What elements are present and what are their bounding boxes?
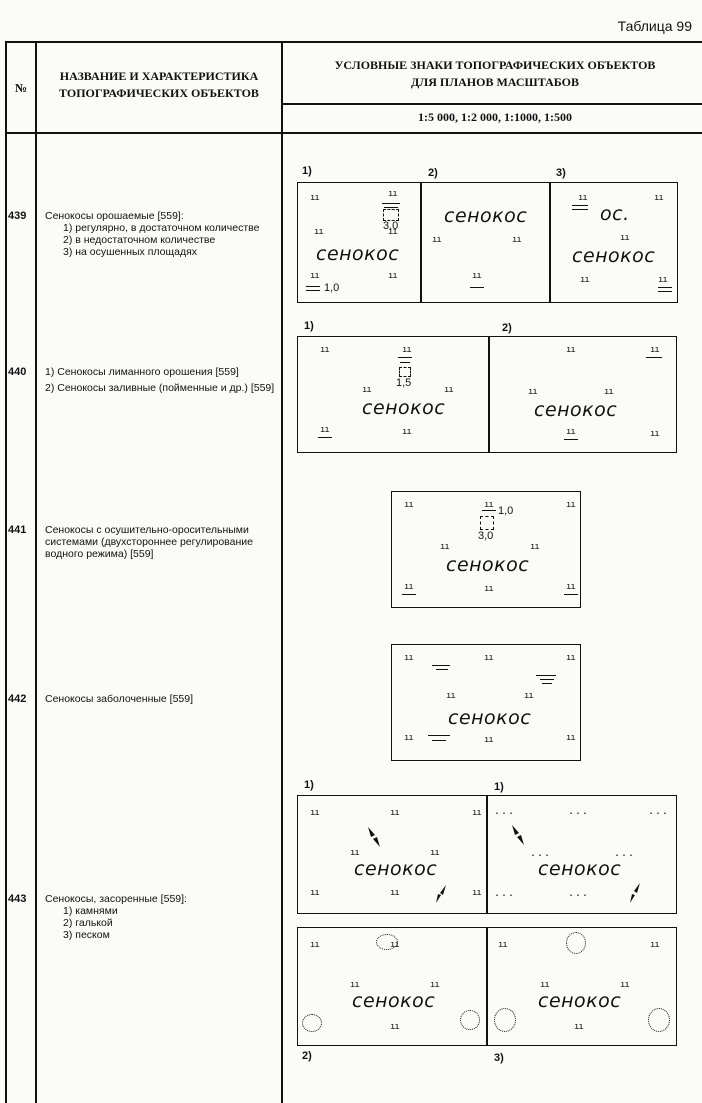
symbol-box-443-bottom: ıı ıı ıı ıı сенокос ıı ıı ıı ıı ıı сенок… (297, 927, 677, 1046)
row-description: Сенокосы орошаемые [559]: 1) регулярно, … (45, 210, 277, 258)
row-item: 2) галькой (63, 917, 113, 929)
panel-label: 1) (304, 779, 314, 791)
panel-label: 2) (428, 167, 438, 179)
panel-label: 1) (302, 165, 312, 177)
row-description: 1) Сенокосы лиманного орошения [559] 2) … (45, 366, 277, 394)
row-number: 439 (8, 210, 27, 222)
header-scales: 1:5 000, 1:2 000, 1:1000, 1:500 (418, 110, 572, 124)
symbol-word: сенокос (538, 990, 622, 1012)
pebble-icon (630, 883, 640, 903)
panel-label: 3) (494, 1052, 504, 1064)
row-title: Сенокосы, засоренные [559]: (45, 893, 187, 905)
gravel-icon (460, 1010, 480, 1030)
panel-label: 2) (502, 322, 512, 334)
pebble-icon (512, 825, 524, 845)
symbol-word: сенокос (538, 858, 622, 880)
column-divider-num (35, 41, 37, 1103)
row-item: 2) в недостаточном количестве (63, 234, 216, 246)
table-top-border (5, 41, 702, 43)
panel-label: 3) (556, 167, 566, 179)
dimension-label: 1,0 (324, 282, 340, 294)
gravel-icon (302, 1014, 322, 1032)
row-number: 442 (8, 693, 27, 705)
row-item: 1) регулярно, в достаточном количестве (63, 222, 260, 234)
symbol-box-439: ıı ıı 3,0 ıı ıı сенокос ıı ıı 1,0 сеноко… (297, 182, 678, 303)
row-title: Сенокосы с осушительно-оросительными сис… (45, 524, 253, 560)
stone-icon (368, 827, 380, 847)
dimension-label: 1,5 (396, 377, 412, 389)
dimension-label: 3,0 (478, 530, 494, 542)
panel-label: 2) (302, 1050, 312, 1062)
header-bottom-border (5, 132, 702, 134)
symbol-box-442: ıı ıı ıı ıı ıı сенокос ıı ıı ıı (391, 644, 581, 761)
panel-label: 1) (304, 320, 314, 332)
panel-label: 1) (494, 781, 504, 793)
row-title: Сенокосы заболоченные [559] (45, 693, 194, 705)
gravel-icon (376, 934, 398, 950)
row-number: 443 (8, 893, 27, 905)
header-name: НАЗВАНИЕ И ХАРАКТЕРИСТИКА ТОПОГРАФИЧЕСКИ… (59, 69, 259, 100)
stone-icon (436, 885, 446, 903)
symbol-word: сенокос (444, 205, 528, 227)
row-item: 2) Сенокосы заливные (пойменные и др.) [… (45, 382, 275, 394)
symbol-word: сенокос (354, 858, 438, 880)
row-number: 440 (8, 366, 27, 378)
dimension-label: 3,0 (383, 220, 399, 232)
table-left-border (5, 41, 7, 1103)
symbol-box-441: ıı ıı ıı 1,0 3,0 ıı ıı сенокос ıı ıı ıı (391, 491, 581, 608)
os-label: ос. (600, 203, 630, 225)
row-item: 3) на осушенных площадях (63, 246, 198, 258)
row-item: 1) камнями (63, 905, 118, 917)
row-description: Сенокосы, засоренные [559]: 1) камнями 2… (45, 893, 277, 941)
sand-icon (494, 1008, 516, 1032)
header-symbols: УСЛОВНЫЕ ЗНАКИ ТОПОГРАФИЧЕСКИХ ОБЪЕКТОВ … (334, 58, 656, 89)
symbol-word: сенокос (446, 554, 530, 576)
symbol-word: сенокос (534, 399, 618, 421)
header-num: № (14, 81, 28, 95)
row-item: 3) песком (63, 929, 110, 941)
symbol-word: сенокос (362, 397, 446, 419)
header-scale-divider (281, 103, 702, 105)
symbol-word: сенокос (572, 245, 656, 267)
symbol-word: сенокос (448, 707, 532, 729)
symbol-word: сенокос (352, 990, 436, 1012)
sand-icon (648, 1008, 670, 1032)
dimension-label: 1,0 (498, 505, 514, 517)
sand-icon (566, 932, 586, 954)
row-number: 441 (8, 524, 27, 536)
row-title: Сенокосы орошаемые [559]: (45, 210, 184, 222)
page-title: Таблица 99 (617, 18, 692, 34)
symbol-box-443-top: ıı ıı ıı ıı ıı сенокос ıı ıı ıı ... ... … (297, 795, 677, 914)
symbol-word: сенокос (316, 243, 400, 265)
symbol-box-440: ıı ıı 1,5 ıı ıı сенокос ıı ıı ıı ıı ıı ı… (297, 336, 677, 453)
row-item: 1) Сенокосы лиманного орошения [559] (45, 366, 239, 378)
column-divider-name (281, 41, 283, 1103)
